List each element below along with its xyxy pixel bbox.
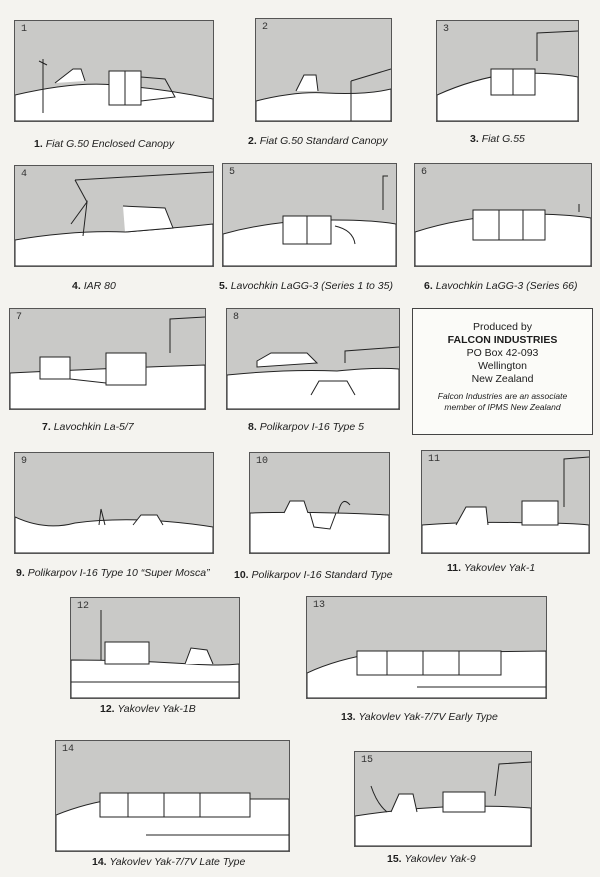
diagram-panel-6: 6: [414, 163, 592, 267]
panel-number: 14: [62, 744, 75, 755]
diagram-panel-11: 11: [421, 450, 590, 554]
panel-number: 5: [229, 167, 236, 178]
diagram-panel-15: 15: [354, 751, 532, 847]
canopy-drawing-9: [15, 508, 213, 553]
diagram-panel-3: 3: [436, 20, 579, 122]
diagram-panel-14: 14: [55, 740, 290, 852]
canopy-drawing-1: [15, 59, 213, 121]
caption-3: 3. Fiat G.55: [470, 133, 525, 145]
canopy-drawing-10: [250, 500, 389, 553]
diagram-panel-4: 4: [14, 165, 214, 267]
caption-7: 7. Lavochkin La-5/7: [42, 421, 134, 433]
caption-5: 5. Lavochkin LaGG-3 (Series 1 to 35): [219, 280, 393, 292]
diagram-panel-9: 9: [14, 452, 214, 554]
canopy-drawing-2: [256, 68, 391, 121]
publisher-info-box: Produced by FALCON INDUSTRIES PO Box 42-…: [412, 308, 593, 435]
canopy-drawing-14: [56, 792, 289, 851]
caption-8: 8. Polikarpov I-16 Type 5: [248, 421, 364, 433]
produced-by-text: Produced by: [473, 321, 532, 333]
diagram-panel-7: 7: [9, 308, 206, 410]
caption-11: 11. Yakovlev Yak-1: [447, 562, 536, 574]
diagram-panel-12: 12: [70, 597, 240, 699]
diagram-panel-10: 10: [249, 452, 390, 554]
panel-number: 7: [16, 312, 23, 323]
caption-9: 9. Polikarpov I-16 Type 10 “Super Mosca”: [16, 567, 210, 579]
canopy-drawing-15: [355, 761, 531, 846]
company-name: FALCON INDUSTRIES: [447, 334, 558, 346]
panel-number: 2: [262, 22, 269, 33]
canopy-drawing-3: [437, 30, 578, 121]
panel-number: 6: [421, 167, 428, 178]
canopy-drawing-7: [10, 316, 205, 409]
diagram-panel-5: 5: [222, 163, 397, 267]
caption-2: 2. Fiat G.50 Standard Canopy: [248, 135, 388, 147]
address-line: PO Box 42-093: [466, 347, 539, 359]
city-line: Wellington: [478, 360, 527, 372]
panel-number: 4: [21, 169, 28, 180]
caption-13: 13. Yakovlev Yak-7/7V Early Type: [341, 711, 498, 723]
country-line: New Zealand: [471, 373, 534, 385]
canopy-drawing-12: [71, 610, 239, 698]
caption-14: 14. Yakovlev Yak-7/7V Late Type: [92, 856, 246, 868]
caption-12: 12. Yakovlev Yak-1B: [100, 703, 196, 715]
membership-note: Falcon Industries are an associate membe…: [437, 391, 568, 412]
panel-number: 10: [256, 456, 269, 467]
caption-10: 10. Polikarpov I-16 Standard Type: [234, 569, 393, 581]
canopy-drawing-11: [422, 456, 589, 553]
caption-6: 6. Lavochkin LaGG-3 (Series 66): [424, 280, 578, 292]
panel-number: 3: [443, 24, 450, 35]
diagram-panel-1: 1: [14, 20, 214, 122]
panel-number: 1: [21, 24, 28, 35]
canopy-drawing-6: [415, 204, 591, 266]
canopy-drawing-13: [307, 650, 546, 698]
diagram-panel-2: 2: [255, 18, 392, 122]
canopy-drawing-8: [227, 346, 399, 409]
caption-15: 15. Yakovlev Yak-9: [387, 853, 476, 865]
diagram-panel-13: 13: [306, 596, 547, 699]
panel-number: 11: [428, 454, 441, 465]
panel-number: 8: [233, 312, 240, 323]
canopy-drawing-4: [15, 171, 213, 266]
panel-number: 15: [361, 755, 374, 766]
caption-4: 4. IAR 80: [72, 280, 116, 292]
panel-number: 12: [77, 601, 90, 612]
panel-number: 13: [313, 600, 326, 611]
diagram-panel-8: 8: [226, 308, 400, 410]
panel-number: 9: [21, 456, 28, 467]
caption-1: 1. Fiat G.50 Enclosed Canopy: [34, 138, 175, 150]
canopy-drawing-5: [223, 175, 396, 266]
